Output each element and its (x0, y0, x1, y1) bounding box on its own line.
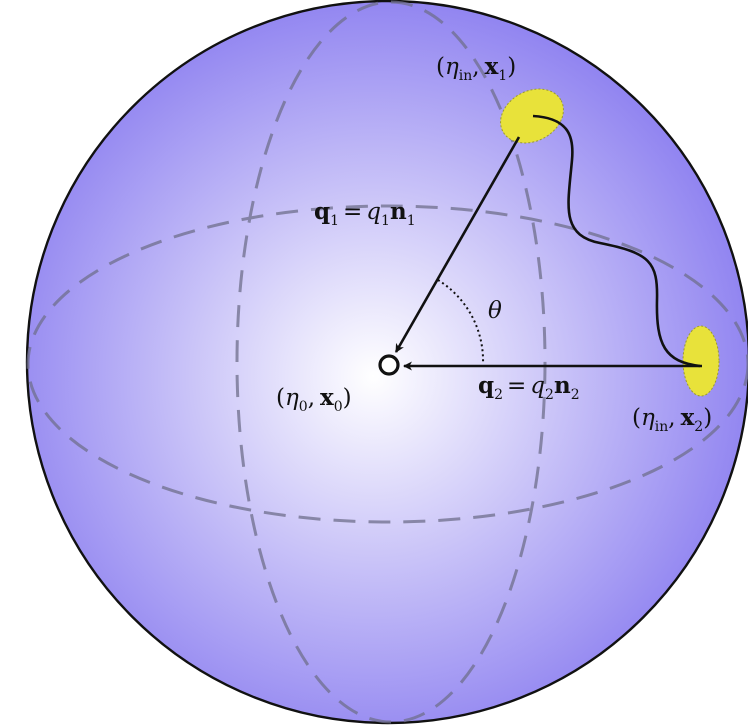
center-point (380, 356, 398, 374)
label-angle-theta: θ (488, 298, 502, 324)
patch-right (683, 326, 719, 396)
